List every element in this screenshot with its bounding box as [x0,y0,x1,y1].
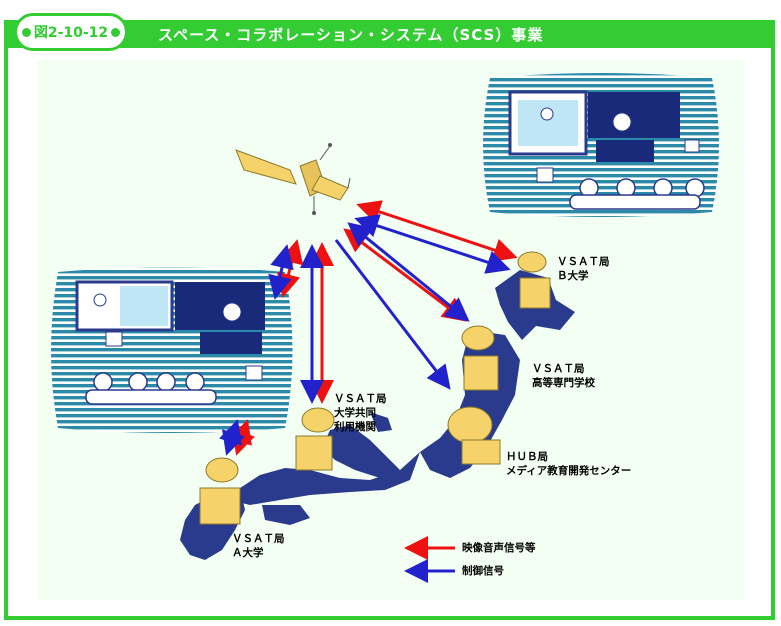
label-a-univ: ＶＳＡＴ局 Ａ大学 [232,532,285,560]
label-hub-line2: メディア教育開発センター [506,465,632,477]
label-inter-univ: ＶＳＡＴ局 大学共同 利用機関 [334,392,387,434]
classroom-screen-top [483,73,719,217]
badge-dot-icon [21,27,31,37]
control-arrow-b-univ [354,214,511,274]
station-hub-icon [447,406,501,465]
label-tech-college-line1: ＶＳＡＴ局 [532,363,585,375]
signal-arrows [219,200,518,583]
label-inter-univ-line2: 大学共同 [334,407,376,419]
label-b-univ-line2: Ｂ大学 [557,270,589,282]
video-arrow-tech-college [343,228,467,322]
figure-number: 図2-10-12 [33,25,109,41]
label-hub-line1: ＨＵＢ局 [506,451,548,463]
label-a-univ-line2: Ａ大学 [232,547,264,559]
label-inter-univ-line3: 利用機関 [334,421,376,433]
legend-video-audio-label: 映像音声信号等 [462,542,536,554]
label-a-univ-line1: ＶＳＡＴ局 [232,533,285,545]
station-a-univ-icon [199,457,241,525]
figure-title: スペース・コラボレーション・システム（SCS）事業 [158,26,544,44]
station-inter-univ-icon [295,407,335,471]
satellite-icon [235,143,351,215]
control-arrow-tech-college [347,222,470,322]
label-inter-univ-line1: ＶＳＡＴ局 [334,393,387,405]
classroom-screen-left [51,267,293,433]
label-tech-college: ＶＳＡＴ局 高等専門学校 [532,362,595,390]
station-b-univ-icon [517,251,551,309]
control-arrow-a-univ [219,419,245,456]
figure-header-bar [4,20,775,48]
badge-dot-icon [111,27,121,37]
video-arrow-b-univ [356,200,518,262]
label-b-univ: ＶＳＡＴ局 Ｂ大学 [557,255,610,283]
station-tech-college-icon [461,325,499,391]
control-arrow-hub [334,239,451,390]
figure-number-badge: 図2-10-12 [14,13,128,51]
label-tech-college-line2: 高等専門学校 [532,377,595,389]
legend-control-label: 制御信号 [462,565,504,577]
label-b-univ-line1: ＶＳＡＴ局 [557,256,610,268]
label-hub: ＨＵＢ局 メディア教育開発センター [506,450,631,478]
control-arrow-classroom-left [268,244,294,300]
